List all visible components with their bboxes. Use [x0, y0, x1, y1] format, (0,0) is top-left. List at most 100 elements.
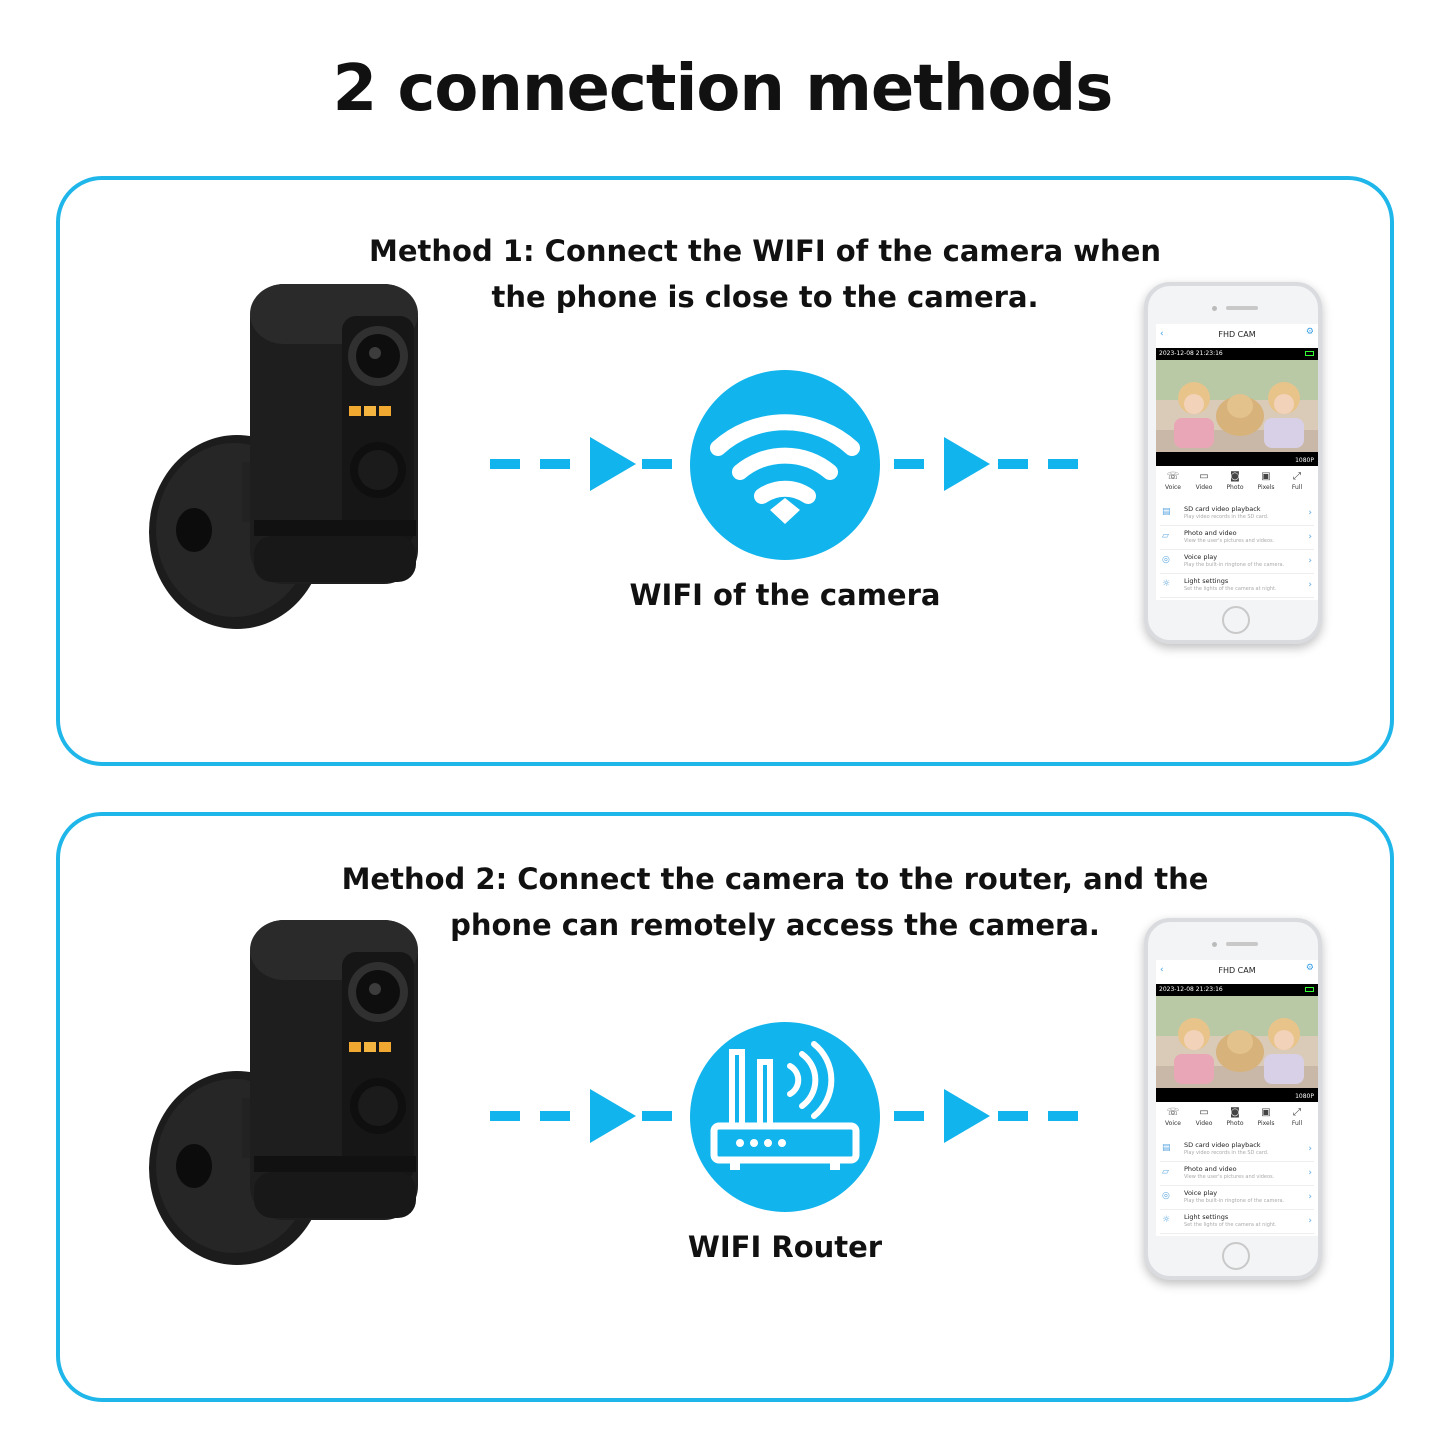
phone-call-icon: ☏	[1166, 1107, 1180, 1118]
battery-icon	[1305, 351, 1314, 356]
app-menu: ▤ SD card video playback Play video reco…	[1160, 502, 1314, 598]
photo-label: Photo	[1226, 484, 1244, 491]
pixels-label: Pixels	[1257, 1120, 1275, 1127]
folder-icon: ▱	[1162, 531, 1169, 541]
full-label: Full	[1291, 1120, 1303, 1127]
full-button[interactable]: ⤢ Full	[1282, 470, 1312, 491]
expand-icon: ⤢	[1293, 471, 1301, 482]
menu-item-light-settings[interactable]: ☼ Light settings Set the lights of the c…	[1160, 1210, 1314, 1234]
home-button[interactable]	[1222, 1242, 1250, 1270]
menu-item-voice-play[interactable]: ◎ Voice play Play the built-in ringtone …	[1160, 1186, 1314, 1210]
chevron-right-icon: ›	[1308, 556, 1312, 566]
wifi-label: WIFI of the camera	[629, 578, 941, 612]
video-icon: ▭	[1199, 1107, 1209, 1118]
method-1-panel: Method 1: Connect the WIFI of the camera…	[56, 176, 1394, 766]
menu-item-sd-playback[interactable]: ▤ SD card video playback Play video reco…	[1160, 502, 1314, 526]
dashed-arrow-left	[490, 1089, 672, 1143]
gear-icon[interactable]: ⚙	[1305, 963, 1314, 973]
photo-button[interactable]: ◙ Photo	[1220, 1106, 1250, 1127]
video-button[interactable]: ▭ Video	[1189, 1106, 1219, 1127]
control-bar: ☏ Voice ▭ Video ◙ Photo ▣ Pixels ⤢ Full	[1156, 1106, 1318, 1132]
video-timestamp: 2023-12-08 21:23:16	[1159, 986, 1223, 993]
chevron-right-icon: ›	[1308, 1144, 1312, 1154]
menu-item-subtitle: Set the lights of the camera at night.	[1184, 1222, 1277, 1228]
phone-call-icon: ☏	[1166, 471, 1180, 482]
pixels-label: Pixels	[1257, 484, 1275, 491]
voice-label: Voice	[1165, 484, 1181, 491]
menu-item-light-settings[interactable]: ☼ Light settings Set the lights of the c…	[1160, 574, 1314, 598]
fhd-icon: ▣	[1261, 1107, 1271, 1118]
video-label: Video	[1195, 1120, 1213, 1127]
menu-item-title: Voice play	[1184, 553, 1218, 561]
method-2-panel: Method 2: Connect the camera to the rout…	[56, 812, 1394, 1402]
sd-card-icon: ▤	[1162, 1143, 1171, 1153]
gear-icon[interactable]: ⚙	[1305, 327, 1314, 337]
method-2-description: Method 2: Connect the camera to the rout…	[341, 862, 1209, 942]
voice-button[interactable]: ☏ Voice	[1158, 470, 1188, 491]
phone-speaker	[1226, 306, 1258, 310]
menu-item-subtitle: View the user's pictures and videos.	[1184, 538, 1275, 544]
phone-camera-dot	[1212, 942, 1217, 947]
chevron-right-icon: ›	[1308, 532, 1312, 542]
video-timestamp: 2023-12-08 21:23:16	[1159, 350, 1223, 357]
resolution-badge: 1080P	[1295, 457, 1314, 464]
video-label: Video	[1195, 484, 1213, 491]
menu-item-voice-play[interactable]: ◎ Voice play Play the built-in ringtone …	[1160, 550, 1314, 574]
phone-frame: ‹ FHD CAM ⚙ 2023-12-08 21:23:16	[1144, 918, 1322, 1280]
menu-item-title: Light settings	[1184, 577, 1229, 585]
menu-item-title: Voice play	[1184, 1189, 1218, 1197]
app-menu: ▤ SD card video playback Play video reco…	[1160, 1138, 1314, 1234]
video-button[interactable]: ▭ Video	[1189, 470, 1219, 491]
menu-item-sd-playback[interactable]: ▤ SD card video playback Play video reco…	[1160, 1138, 1314, 1162]
menu-item-subtitle: Play video records in the SD card.	[1184, 1150, 1269, 1156]
bulb-icon: ☼	[1162, 1215, 1171, 1225]
camera-icon: ◙	[1230, 1107, 1240, 1118]
pixels-button[interactable]: ▣ Pixels	[1251, 1106, 1281, 1127]
method-1-description: Method 1: Connect the WIFI of the camera…	[368, 234, 1162, 314]
menu-item-subtitle: Play the built-in ringtone of the camera…	[1184, 562, 1285, 568]
speaker-icon: ◎	[1162, 555, 1170, 565]
sd-card-icon: ▤	[1162, 507, 1171, 517]
expand-icon: ⤢	[1293, 1107, 1301, 1118]
menu-item-subtitle: View the user's pictures and videos.	[1184, 1174, 1275, 1180]
menu-item-title: Photo and video	[1184, 1165, 1237, 1173]
back-icon[interactable]: ‹	[1160, 329, 1164, 339]
chevron-right-icon: ›	[1308, 1216, 1312, 1226]
live-video[interactable]: 2023-12-08 21:23:16	[1156, 348, 1318, 466]
menu-item-subtitle: Set the lights of the camera at night.	[1184, 586, 1277, 592]
app-screen: ‹ FHD CAM ⚙ 2023-12-08 21:23:16	[1156, 324, 1318, 600]
live-video[interactable]: 2023-12-08 21:23:16	[1156, 984, 1318, 1102]
app-header-title: FHD CAM	[1218, 330, 1256, 339]
full-button[interactable]: ⤢ Full	[1282, 1106, 1312, 1127]
video-preview-image	[1156, 360, 1318, 452]
video-icon: ▭	[1199, 471, 1209, 482]
back-icon[interactable]: ‹	[1160, 965, 1164, 975]
smartphone: ‹ FHD CAM ⚙ 2023-12-08 21:23:16	[1144, 918, 1322, 1280]
pixels-button[interactable]: ▣ Pixels	[1251, 470, 1281, 491]
full-label: Full	[1291, 484, 1303, 491]
router-icon	[690, 1022, 880, 1212]
router-label: WIFI Router	[687, 1230, 883, 1264]
photo-button[interactable]: ◙ Photo	[1220, 470, 1250, 491]
home-button[interactable]	[1222, 606, 1250, 634]
smartphone: ‹ FHD CAM ⚙ 2023-12-08 21:23:16	[1144, 282, 1322, 644]
camera-icon: ◙	[1230, 471, 1240, 482]
fhd-icon: ▣	[1261, 471, 1271, 482]
security-camera-image	[142, 280, 432, 640]
wifi-icon	[690, 370, 880, 560]
page-title: 2 connection methods	[332, 52, 1114, 126]
photo-label: Photo	[1226, 1120, 1244, 1127]
chevron-right-icon: ›	[1308, 1192, 1312, 1202]
dashed-arrow-right	[894, 437, 1078, 491]
connection-flow-1: WIFI of the camera	[488, 370, 1082, 612]
app-header-title: FHD CAM	[1218, 966, 1256, 975]
menu-item-subtitle: Play video records in the SD card.	[1184, 514, 1269, 520]
connection-flow-2: WIFI Router	[488, 1022, 1082, 1264]
voice-button[interactable]: ☏ Voice	[1158, 1106, 1188, 1127]
menu-item-photo-video[interactable]: ▱ Photo and video View the user's pictur…	[1160, 526, 1314, 550]
menu-item-photo-video[interactable]: ▱ Photo and video View the user's pictur…	[1160, 1162, 1314, 1186]
speaker-icon: ◎	[1162, 1191, 1170, 1201]
battery-icon	[1305, 987, 1314, 992]
voice-label: Voice	[1165, 1120, 1181, 1127]
folder-icon: ▱	[1162, 1167, 1169, 1177]
